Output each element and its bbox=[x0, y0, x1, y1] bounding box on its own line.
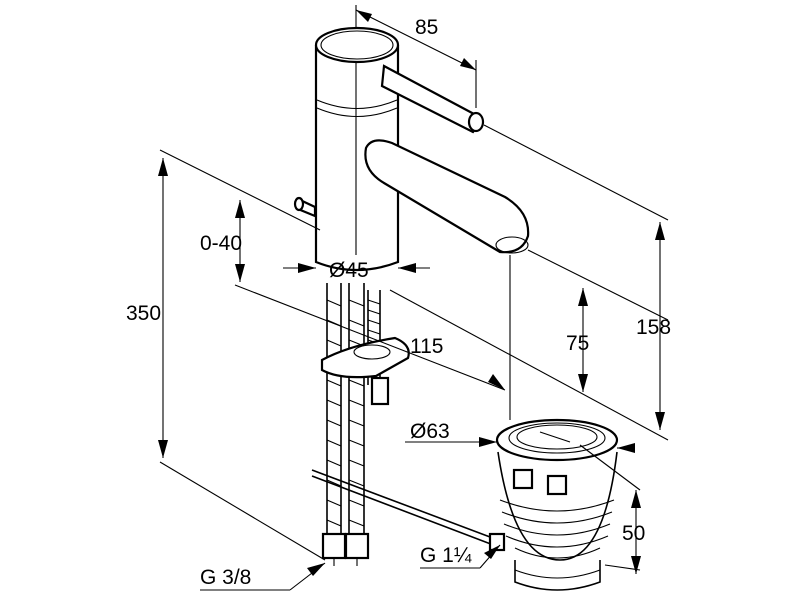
dim-115-label: 115 bbox=[410, 335, 443, 358]
dim-85: 85 bbox=[355, 5, 477, 108]
mounting-bracket bbox=[320, 336, 410, 406]
callout-g-3-8-label: G 3/8 bbox=[200, 566, 251, 589]
dim-0-40-label: 0-40 bbox=[200, 232, 242, 255]
drain-valve bbox=[488, 418, 619, 591]
linkage-rod bbox=[311, 469, 499, 547]
callout-g-1-1-4-label: G 1¼ bbox=[420, 544, 472, 567]
dim-diameter-63-label: Ø63 bbox=[410, 420, 450, 443]
dim-85-label: 85 bbox=[415, 16, 438, 39]
dim-115: 115 bbox=[410, 335, 505, 390]
dim-50: 50 bbox=[622, 490, 645, 574]
callout-g-3-8: G 3/8 bbox=[200, 562, 326, 591]
dim-diameter-63: Ø63 bbox=[405, 420, 635, 453]
supply-hoses bbox=[321, 283, 370, 566]
callout-g-1-1-4: G 1¼ bbox=[420, 544, 501, 569]
spout bbox=[364, 139, 530, 254]
dim-diameter-45-label: Ø45 bbox=[329, 259, 369, 282]
dim-158-label: 158 bbox=[636, 316, 671, 339]
lever-handle bbox=[380, 64, 485, 134]
dim-0-40: 0-40 bbox=[200, 200, 245, 282]
dim-75-label: 75 bbox=[566, 332, 589, 355]
dim-350-label: 350 bbox=[126, 302, 161, 325]
dim-50-label: 50 bbox=[622, 522, 645, 545]
dim-158: 158 bbox=[636, 222, 671, 430]
reference-lines bbox=[159, 124, 669, 571]
pop-up-rod bbox=[293, 196, 317, 218]
dim-diameter-45: Ø45 bbox=[283, 259, 430, 282]
dim-350: 350 bbox=[126, 158, 168, 458]
faucet-body bbox=[314, 26, 400, 272]
dim-75: 75 bbox=[566, 288, 589, 392]
